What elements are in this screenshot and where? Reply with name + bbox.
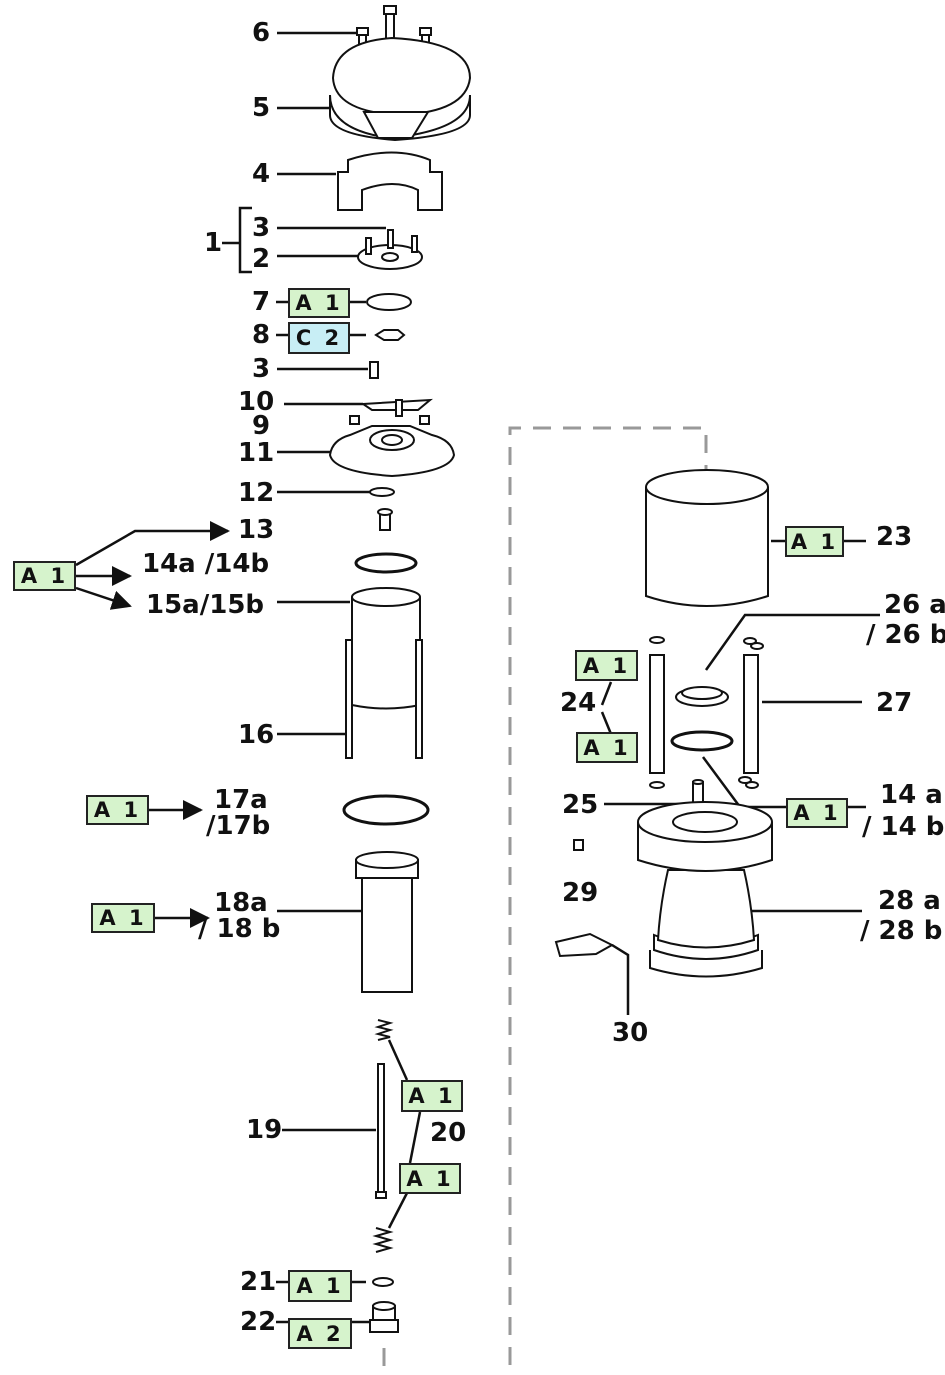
callout-2: 2 [252,244,271,274]
part-17-oring [342,794,430,826]
part-20-spring-top [374,1019,394,1041]
callout-30: 30 [612,1018,649,1048]
part-20-spring-bottom [372,1227,394,1253]
part-13-valve [377,508,393,531]
part-29-nut [573,839,584,851]
callout-17a: 17a [214,785,268,815]
callout-4: 4 [252,159,271,189]
callout-12: 12 [238,478,275,508]
badge-21: A 1 [288,1270,352,1302]
part-23-cylinder [645,469,769,607]
callout-16: 16 [238,720,275,750]
parts [328,5,773,1333]
badge-14-right: A 1 [786,798,848,828]
callout-22: 22 [240,1307,277,1337]
part-24-post [649,636,665,789]
part-12-clip [369,487,395,497]
callout-11: 11 [238,438,275,468]
badge-22: A 2 [288,1318,352,1349]
callout-8: 8 [252,320,271,350]
badge-23: A 1 [785,526,844,557]
part-16-cage [345,587,423,759]
badge-7: A 1 [288,288,350,318]
callout-7: 7 [252,287,271,317]
callout-13: 13 [238,515,275,545]
assembly-guide-dashed [382,426,708,1375]
callout-10: 10 [238,387,275,417]
callout-3: 3 [252,354,271,384]
callout-21: 21 [240,1267,277,1297]
part-4-block [337,151,443,211]
part-9-nut [349,415,360,425]
callout-23: 23 [876,522,913,552]
part-14-oring [354,552,418,574]
part-19-rod [375,1063,387,1199]
callout-28a: 28 a [878,886,941,916]
badge-8: C 2 [288,322,350,354]
badge-left: A 1 [13,561,76,591]
part-21-ring [372,1277,394,1287]
callout-9: 9 [252,411,271,441]
callout-14b-right: / 14 b [862,812,945,842]
part-11-housing [328,425,456,478]
callout-20: 20 [430,1118,467,1148]
callout-29: 29 [562,878,599,908]
callout-26b: / 26 b [866,620,945,650]
callout-15: 15a/15b [146,590,265,620]
leader-lines [222,31,880,1324]
badge-17: A 1 [86,795,149,825]
badge-18: A 1 [91,903,155,933]
callout-5: 5 [252,93,271,123]
badge-24-bottom: A 1 [576,732,638,763]
part-7-oring [366,293,412,311]
callout-26a: 26 a [884,590,945,620]
callout-18a: 18a [214,888,268,918]
part-14-oring-right [670,730,734,752]
arrows [75,521,230,928]
callout-18b: / 18 b [198,914,281,944]
part-3-screw [369,361,379,379]
callout-28b: / 28 b [860,916,943,946]
callout-1: 1 [204,228,223,258]
badge-24-top: A 1 [575,650,638,681]
callout-14a-right: 14 a [880,780,943,810]
part-2-plate [357,229,423,270]
part-28-base [637,801,773,978]
callout-14: 14a /14b [142,549,270,579]
part-30-latch [554,932,615,958]
callout-17b: /17b [206,811,271,841]
callout-3-top: 3 [252,213,271,243]
part-26-ring [675,686,729,707]
part-22-fitting [369,1301,399,1333]
callout-27: 27 [876,688,913,718]
callout-24: 24 [560,688,597,718]
callout-6: 6 [252,18,271,48]
badge-20-bottom: A 1 [399,1163,461,1194]
part-18-piston [355,851,419,993]
badge-20-top: A 1 [401,1080,463,1112]
part-5-cap [329,36,472,142]
part-8-nut [374,329,406,341]
callout-25: 25 [562,790,599,820]
callout-19: 19 [246,1115,283,1145]
part-27-post [738,637,764,789]
